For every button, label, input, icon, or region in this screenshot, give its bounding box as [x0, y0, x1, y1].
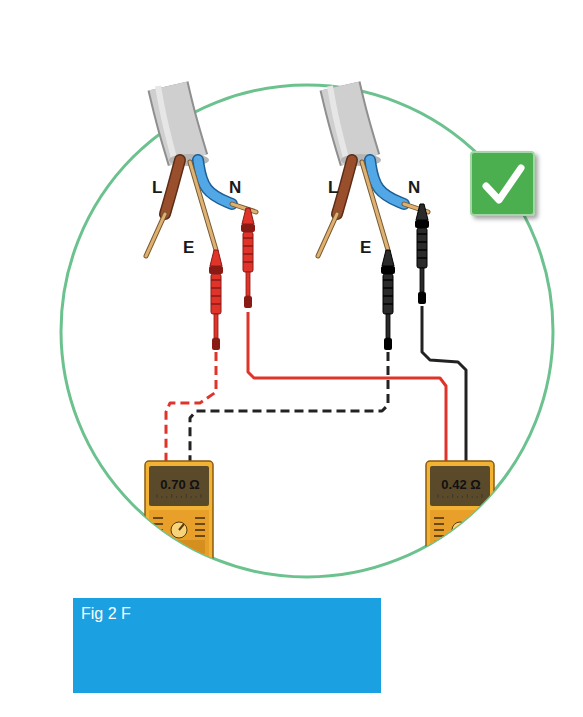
twin-earth-cable: [146, 86, 256, 256]
caption-text: Fig 2 F: [81, 605, 373, 623]
test-lead: [422, 306, 466, 468]
conductor-label: L: [152, 179, 162, 196]
meter-reading: 0.70 Ω: [160, 477, 199, 492]
probe-clip: [415, 204, 429, 304]
meter-display: 0.70 Ω: [153, 470, 207, 498]
twin-earth-cable: [318, 86, 428, 256]
conductor-label: N: [229, 179, 241, 196]
test-lead: [248, 312, 446, 468]
figure-caption-box: Fig 2 F: [73, 598, 381, 693]
probe-clip: [381, 250, 395, 350]
probe-clip: [241, 208, 255, 308]
test-lead: [166, 352, 216, 468]
meter-display: 0.42 Ω: [434, 470, 488, 498]
probe-clip: [209, 250, 223, 350]
multimeter: [145, 461, 213, 591]
tick-badge: [471, 152, 534, 215]
test-lead: [190, 352, 388, 468]
conductor-label: E: [360, 239, 371, 256]
conductor-label: N: [408, 179, 420, 196]
conductor-label: L: [328, 179, 338, 196]
conductor-label: E: [183, 239, 194, 256]
zoom-circle: [61, 85, 553, 577]
multimeter: [426, 461, 494, 591]
meter-reading: 0.42 Ω: [441, 477, 480, 492]
